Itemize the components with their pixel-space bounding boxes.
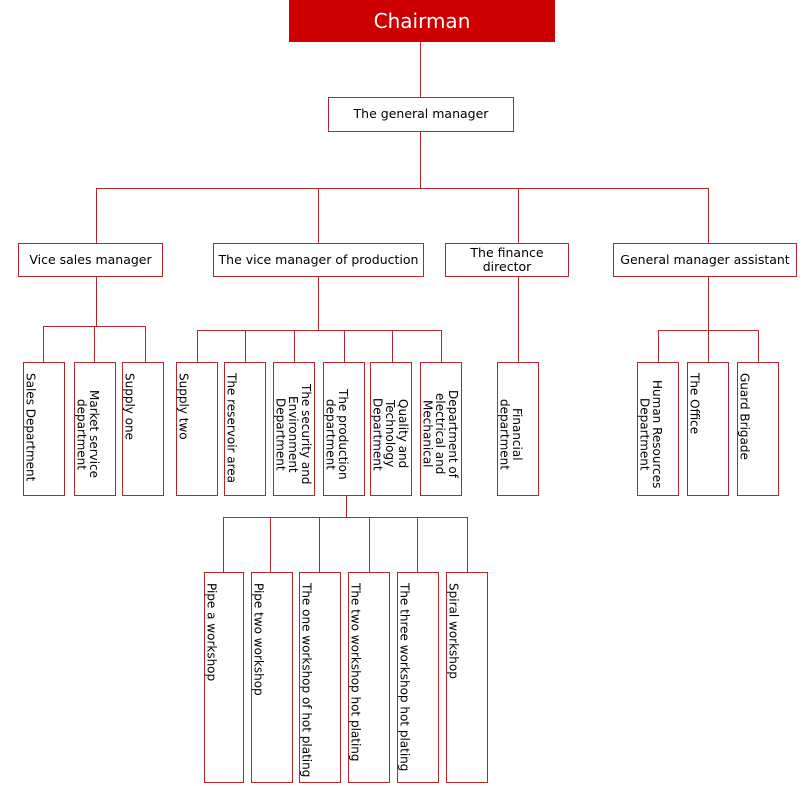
connector bbox=[94, 326, 95, 362]
node-sales-department: Sales Department bbox=[23, 362, 65, 496]
connector bbox=[420, 132, 421, 188]
node-label: General manager assistant bbox=[620, 251, 790, 267]
connector bbox=[96, 188, 709, 189]
node-chairman: Chairman bbox=[289, 0, 555, 42]
node-human-resources: Human Resources Department bbox=[637, 362, 679, 496]
connector bbox=[441, 330, 442, 362]
node-supply-two: Supply two bbox=[176, 362, 218, 496]
connector bbox=[518, 276, 519, 362]
node-label: The production department bbox=[323, 388, 351, 480]
connector bbox=[96, 188, 97, 244]
connector bbox=[346, 495, 347, 517]
connector bbox=[318, 276, 319, 330]
connector bbox=[417, 517, 418, 572]
node-label: The one workshop of hot plating bbox=[299, 583, 314, 778]
node-label: Department of electrical and Mechanical bbox=[420, 390, 460, 478]
connector bbox=[658, 330, 659, 362]
node-label: Pipe a workshop bbox=[204, 583, 219, 682]
node-label: The two workshop hot plating bbox=[348, 583, 363, 762]
node-label: The reservoir area bbox=[224, 373, 239, 484]
node-label: Quality and Technology Department bbox=[370, 397, 410, 471]
node-finance-director: The finance director bbox=[445, 243, 569, 277]
connector bbox=[145, 326, 146, 362]
node-financial-department: Financial department bbox=[497, 362, 539, 496]
connector bbox=[319, 517, 320, 572]
node-general-manager: The general manager bbox=[328, 97, 514, 132]
connector bbox=[708, 188, 709, 244]
node-label: Financial department bbox=[497, 398, 525, 470]
node-label: The Office bbox=[687, 373, 702, 435]
connector bbox=[223, 517, 468, 518]
connector bbox=[294, 330, 295, 362]
connector bbox=[708, 276, 709, 330]
node-label: The general manager bbox=[353, 106, 489, 122]
node-one-workshop-hot-plating: The one workshop of hot plating bbox=[299, 572, 341, 783]
node-gm-assistant: General manager assistant bbox=[613, 243, 797, 277]
node-guard-brigade: Guard Brigade bbox=[737, 362, 779, 496]
node-the-office: The Office bbox=[687, 362, 729, 496]
connector bbox=[758, 330, 759, 362]
node-pipe-a-workshop: Pipe a workshop bbox=[204, 572, 244, 783]
node-label: Chairman bbox=[373, 8, 471, 33]
node-supply-one: Supply one bbox=[122, 362, 164, 496]
node-label: Human Resources Department bbox=[637, 379, 665, 489]
connector bbox=[318, 188, 319, 244]
connector bbox=[223, 517, 224, 572]
node-three-workshop-hot-plating: The three workshop hot plating bbox=[397, 572, 439, 783]
node-label: Supply two bbox=[176, 373, 191, 440]
node-pipe-two-workshop: Pipe two workshop bbox=[251, 572, 293, 783]
connector bbox=[420, 42, 421, 97]
node-label: Pipe two workshop bbox=[251, 583, 266, 696]
connector bbox=[197, 330, 442, 331]
node-label: The vice manager of production bbox=[218, 251, 419, 267]
node-vice-manager-production: The vice manager of production bbox=[213, 243, 424, 277]
node-security-environment: The security and Environment Department bbox=[273, 362, 315, 496]
node-spiral-workshop: Spiral workshop bbox=[446, 572, 488, 783]
node-label: Supply one bbox=[122, 373, 137, 441]
node-label: The security and Environment Department bbox=[273, 383, 313, 485]
node-vice-sales-manager: Vice sales manager bbox=[18, 243, 163, 277]
node-label: Guard Brigade bbox=[737, 373, 752, 460]
node-production-department: The production department bbox=[323, 362, 365, 496]
node-label: Spiral workshop bbox=[446, 583, 461, 679]
connector bbox=[245, 330, 246, 362]
node-reservoir-area: The reservoir area bbox=[224, 362, 266, 496]
connector bbox=[518, 188, 519, 244]
node-label: The three workshop hot plating bbox=[397, 583, 412, 772]
node-two-workshop-hot-plating: The two workshop hot plating bbox=[348, 572, 390, 783]
connector bbox=[467, 517, 468, 572]
connector bbox=[392, 330, 393, 362]
connector bbox=[708, 330, 709, 362]
node-label: Vice sales manager bbox=[29, 251, 152, 267]
connector bbox=[270, 517, 271, 572]
connector bbox=[344, 330, 345, 362]
connector bbox=[197, 330, 198, 362]
node-electrical-mechanical: Department of electrical and Mechanical bbox=[420, 362, 462, 496]
node-label: The finance director bbox=[470, 244, 544, 274]
connector bbox=[43, 326, 44, 362]
connector bbox=[369, 517, 370, 572]
node-quality-technology: Quality and Technology Department bbox=[370, 362, 412, 496]
node-market-service-department: Market service department bbox=[74, 362, 116, 496]
connector bbox=[96, 276, 97, 326]
node-label: Market service department bbox=[74, 389, 102, 479]
node-label: Sales Department bbox=[23, 373, 38, 482]
